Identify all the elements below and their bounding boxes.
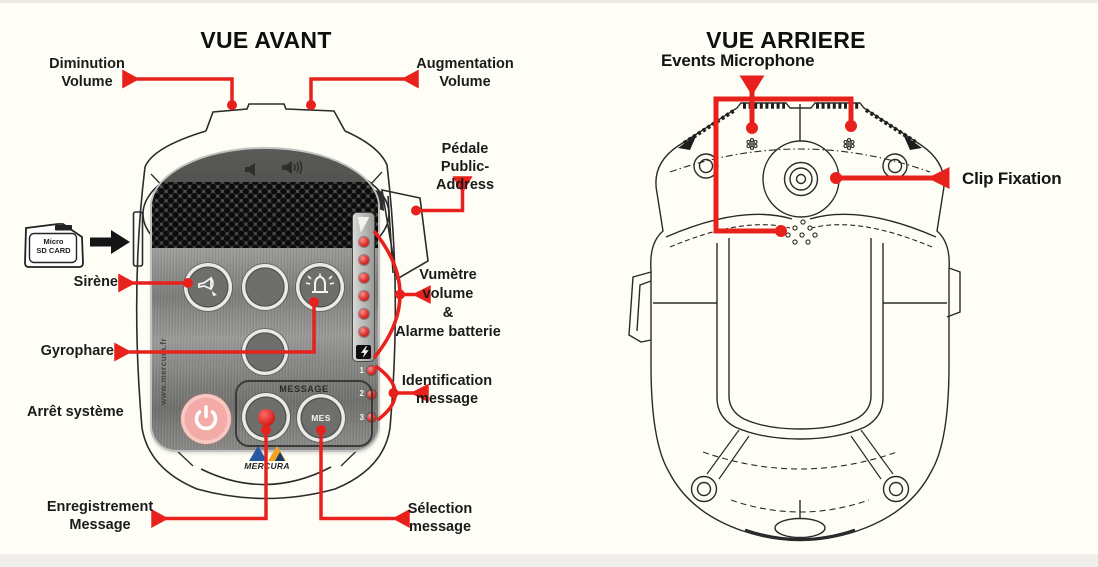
rear-slope-serration [682, 108, 919, 145]
vu-led [358, 309, 369, 319]
rear-struts [706, 429, 894, 480]
label-clip-fixation: Clip Fixation [962, 169, 1062, 188]
label-sirene: Sirène [73, 274, 118, 290]
label-arret-systeme: Arrêt système [27, 404, 124, 420]
vu-led [358, 327, 369, 337]
volume-wedge-icon [357, 217, 370, 233]
screw-post [693, 153, 719, 179]
arrow-sirene [118, 273, 136, 293]
rear-left-tab [628, 271, 652, 343]
record-dot-icon [257, 408, 275, 426]
vu-led [358, 291, 369, 301]
lightning-icon [360, 346, 369, 358]
message-select-button: MES [297, 394, 345, 442]
power-button [181, 394, 231, 444]
id-led [367, 366, 376, 375]
screw-post [882, 475, 910, 503]
vu-led [358, 273, 369, 283]
siren-button [184, 263, 232, 311]
rear-shoulder-wedge [903, 134, 922, 150]
arrow-clip-fixation [927, 166, 950, 190]
power-icon [194, 405, 218, 431]
label-identification-message: Identification message [401, 373, 493, 407]
front-face-panel: 1 2 3 MESSAGE MES www [152, 149, 378, 450]
arrow-gyrophare [114, 342, 132, 362]
vu-led [358, 237, 369, 247]
rear-body [650, 102, 950, 542]
rear-top-dash-arc [669, 148, 931, 173]
mercura-logo: MERCURA [238, 444, 296, 476]
clip-mount-circle [762, 140, 840, 218]
label-vumetre-alarme: Vumètre volume & Alarme batterie [395, 267, 501, 340]
sd-card-label: Micro SD CARD [36, 237, 71, 255]
vu-meter-strip [352, 212, 375, 362]
sd-insert-arrow-icon [90, 230, 130, 254]
rear-view-title: VUE ARRIERE [706, 27, 866, 53]
message-group-label: MESSAGE [279, 384, 329, 394]
callout-dot [227, 100, 237, 110]
screw-post [882, 153, 908, 179]
microphone-holes-left [746, 137, 758, 151]
spare-button-middle [242, 329, 288, 375]
front-view-title: VUE AVANT [200, 27, 332, 53]
id-led-number: 1 [359, 365, 364, 375]
label-augmentation-volume: Augmentation Volume [416, 56, 514, 90]
label-pedale-public-address: Pédale Public-Address [435, 141, 495, 193]
arrow-events-microphone [739, 75, 765, 96]
callout-dot [746, 122, 758, 134]
label-selection-message: Sélection message [407, 501, 473, 535]
front-top-cap [205, 103, 346, 132]
rear-right-tab [946, 267, 961, 318]
id-led-row: 1 [344, 365, 376, 376]
page-edge-bottom [0, 554, 1098, 567]
rear-recess-inner [728, 238, 872, 430]
spare-button-top [242, 264, 288, 310]
sd-slot [132, 211, 144, 267]
mercura-logo-icon [238, 444, 296, 461]
rear-device-outline [628, 102, 961, 542]
callout-dot [830, 172, 842, 184]
label-gyrophare: Gyrophare [40, 343, 114, 359]
website-text: www.mercura.fr [159, 337, 168, 405]
callout-dot [845, 120, 857, 132]
mes-button-label: MES [311, 413, 331, 423]
volume-down-icon [245, 163, 255, 176]
label-enregistrement-message: Enregistrement Message [46, 499, 154, 533]
rear-bottom-oval [774, 517, 826, 539]
page-edge-top [0, 0, 1098, 3]
mercura-logo-text: MERCURA [244, 461, 290, 471]
speaker-grille [152, 149, 378, 248]
events-bracket [713, 96, 854, 234]
speaker-grille-dots [152, 182, 378, 248]
gyrophare-button [296, 263, 344, 311]
volume-up-icon [282, 160, 303, 175]
rear-speaker-holes [785, 219, 818, 245]
microphone-holes-right [843, 137, 855, 151]
label-diminution-volume: Diminution Volume [49, 56, 125, 90]
screw-post [690, 475, 718, 503]
callout-dot [306, 100, 316, 110]
battery-alarm-indicator [356, 345, 371, 359]
siren-icon [198, 276, 217, 296]
rear-recess-outer [716, 243, 884, 440]
rear-shoulder-wedge [678, 134, 697, 150]
vu-led [358, 255, 369, 265]
label-events-microphone: Events Microphone [661, 51, 815, 70]
rear-shoulder-curves [665, 213, 937, 238]
callout-dot [411, 205, 421, 216]
rear-callouts [713, 75, 950, 237]
record-message-button [242, 393, 290, 441]
callout-dot [775, 225, 787, 237]
beacon-icon [305, 273, 335, 293]
